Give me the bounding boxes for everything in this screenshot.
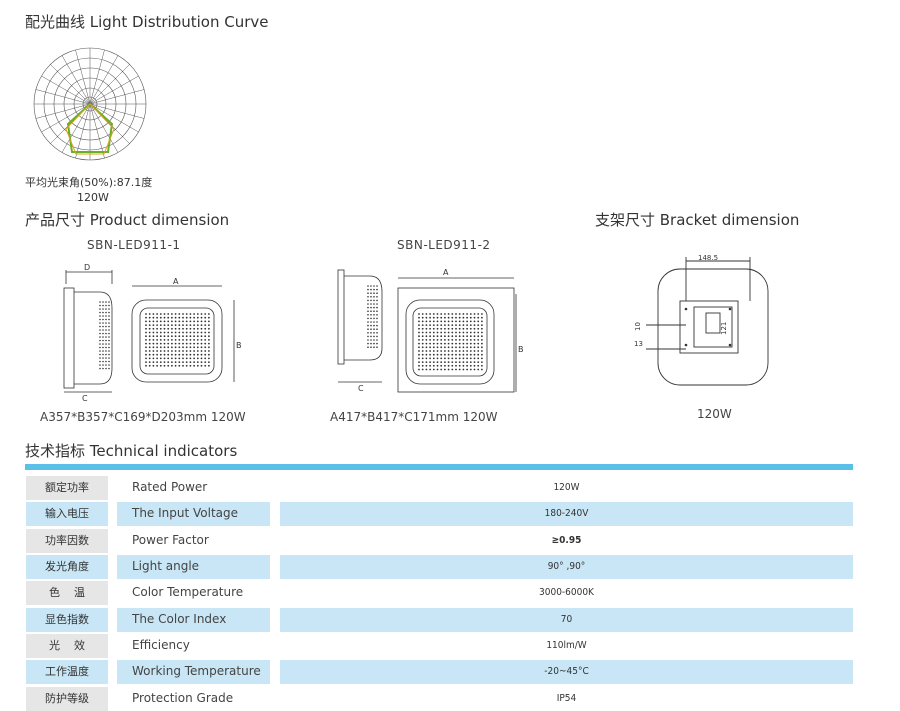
spec-en-label: The Color Index bbox=[117, 608, 270, 632]
product-1-model: SBN-LED911-1 bbox=[87, 238, 181, 252]
spec-value: 90° ,90° bbox=[280, 555, 853, 579]
spec-cn-label: 发光角度 bbox=[26, 555, 108, 579]
spec-en-label: Efficiency bbox=[132, 638, 190, 652]
product-2-label-b: B bbox=[518, 345, 524, 354]
table-row: 输入电压 The Input Voltage 180-240V bbox=[26, 502, 853, 526]
product-1-label-a: A bbox=[173, 277, 179, 286]
spec-cn-label: 防护等级 bbox=[26, 687, 108, 711]
bracket-height-label: 121 bbox=[720, 322, 728, 335]
spec-value: 120W bbox=[553, 482, 580, 493]
light-curve-title: 配光曲线 Light Distribution Curve bbox=[25, 13, 269, 31]
product-1-drawing: D A B C bbox=[63, 263, 242, 403]
curve-power: 120W bbox=[77, 191, 109, 204]
spec-value: 110lm/W bbox=[546, 640, 587, 651]
spec-en-label: Color Temperature bbox=[132, 585, 244, 599]
spec-value: -20~45°C bbox=[280, 660, 853, 684]
spec-value: 180-240V bbox=[280, 502, 853, 526]
spec-cn-label: 色 温 bbox=[26, 581, 108, 605]
product-1-dimensions: A357*B357*C169*D203mm 120W bbox=[40, 410, 246, 424]
product-1-label-c: C bbox=[82, 394, 88, 403]
bracket-width-label: 148.5 bbox=[698, 254, 718, 262]
spec-cn-label: 光 效 bbox=[26, 634, 108, 658]
bracket-left-label-bottom: 13 bbox=[634, 340, 643, 348]
spec-en-label: Protection Grade bbox=[132, 691, 234, 705]
spec-value: IP54 bbox=[556, 693, 577, 704]
table-row: 工作温度 Working Temperature -20~45°C bbox=[26, 660, 853, 684]
table-row: 发光角度 Light angle 90° ,90° bbox=[26, 555, 853, 579]
bracket-drawing: 148.5 121 10 13 bbox=[634, 254, 769, 386]
spec-en-label: Rated Power bbox=[132, 480, 208, 494]
spec-en-label: Power Factor bbox=[132, 533, 209, 547]
spec-en-label: Working Temperature bbox=[117, 660, 270, 684]
spec-en-label: The Input Voltage bbox=[117, 502, 270, 526]
product-1-label-d: D bbox=[84, 263, 90, 272]
table-row: 额定功率 Rated Power 120W bbox=[26, 476, 853, 500]
spec-value: 3000-6000K bbox=[539, 587, 594, 598]
spec-cn-label: 工作温度 bbox=[26, 660, 108, 684]
table-row: 功率因数 Power Factor ≥0.95 bbox=[26, 529, 853, 553]
spec-cn-label: 显色指数 bbox=[26, 608, 108, 632]
product-2-label-a: A bbox=[443, 268, 449, 277]
table-row: 光 效 Efficiency 110lm/W bbox=[26, 634, 853, 658]
technical-header-bar bbox=[25, 464, 853, 470]
bracket-left-label-top: 10 bbox=[634, 322, 642, 331]
spec-cn-label: 功率因数 bbox=[26, 529, 108, 553]
spec-value: 70 bbox=[280, 608, 853, 632]
bracket-power: 120W bbox=[697, 407, 732, 421]
bracket-dimension-title: 支架尺寸 Bracket dimension bbox=[595, 211, 800, 229]
table-row: 防护等级 Protection Grade IP54 bbox=[26, 687, 853, 711]
product-2-label-c: C bbox=[358, 384, 364, 393]
product-1-label-b: B bbox=[236, 341, 242, 350]
table-row: 显色指数 The Color Index 70 bbox=[26, 608, 853, 632]
product-2-dimensions: A417*B417*C171mm 120W bbox=[330, 410, 498, 424]
light-distribution-diagram bbox=[33, 47, 147, 161]
product-2-drawing: A B C bbox=[337, 268, 524, 393]
product-dimension-title: 产品尺寸 Product dimension bbox=[25, 211, 230, 229]
technical-indicators-title: 技术指标 Technical indicators bbox=[25, 442, 238, 460]
spec-cn-label: 额定功率 bbox=[26, 476, 108, 500]
table-row: 色 温 Color Temperature 3000-6000K bbox=[26, 581, 853, 605]
product-2-model: SBN-LED911-2 bbox=[397, 238, 491, 252]
beam-angle-text: 平均光束角(50%):87.1度 bbox=[25, 176, 153, 189]
spec-cn-label: 输入电压 bbox=[26, 502, 108, 526]
spec-value: ≥0.95 bbox=[551, 535, 582, 546]
spec-en-label: Light angle bbox=[117, 555, 270, 579]
